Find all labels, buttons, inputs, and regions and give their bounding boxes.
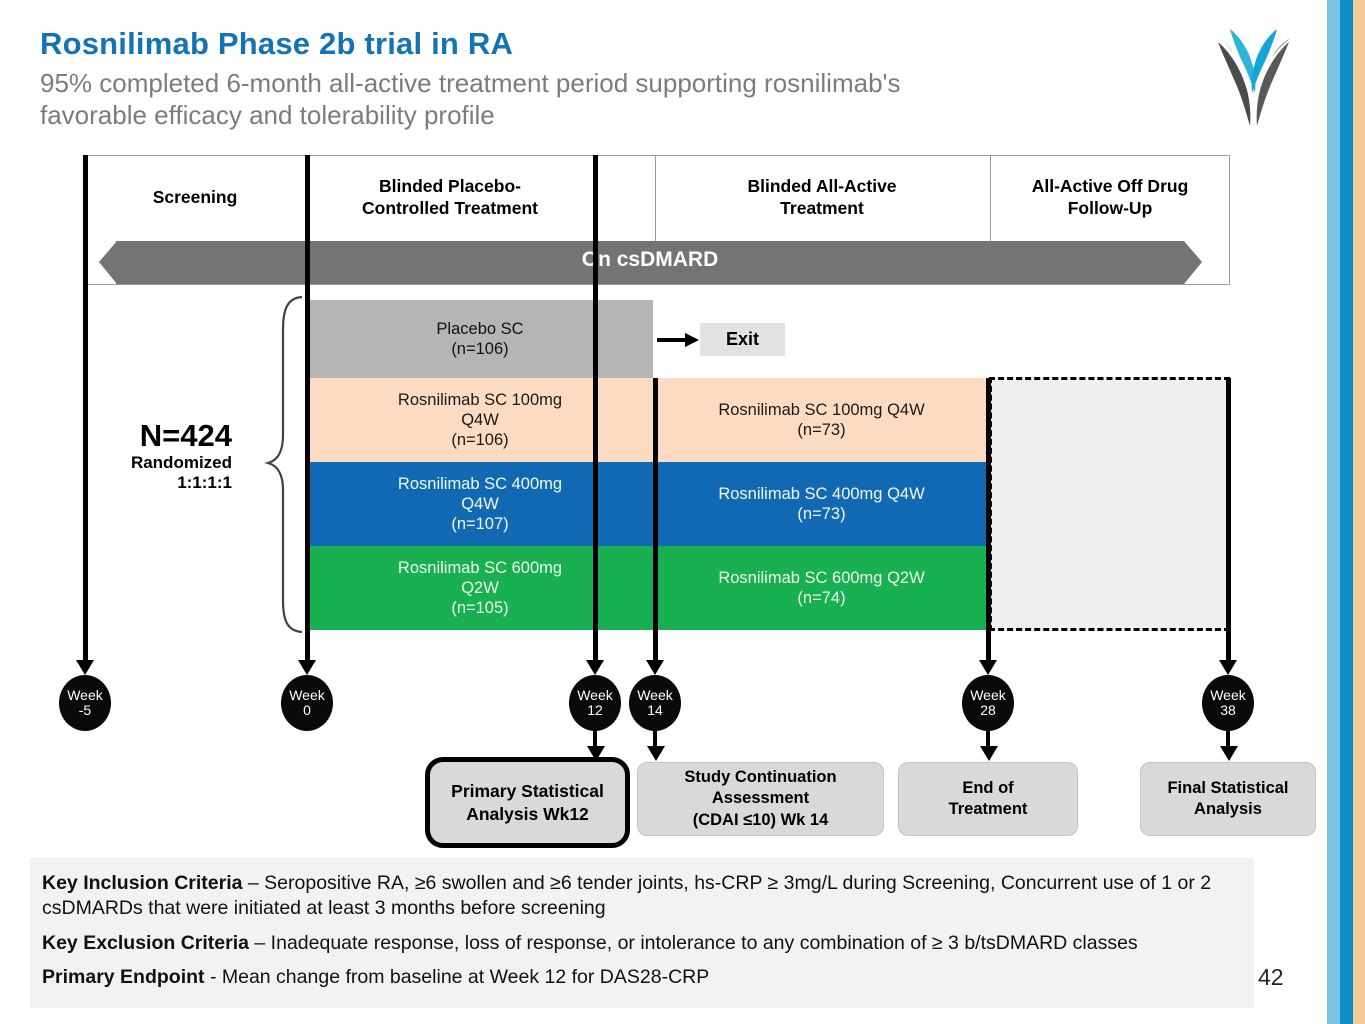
exit-arrowhead-icon xyxy=(685,333,699,347)
inclusion-criteria-text: – Seropositive RA, ≥6 swollen and ≥6 ten… xyxy=(42,872,1212,920)
down-arrowhead-icon xyxy=(298,660,316,675)
phase-label-off-drug-followup: All-Active Off Drug Follow-Up xyxy=(1031,176,1189,218)
primary-endpoint-label: Primary Endpoint xyxy=(42,966,205,989)
down-arrowhead-icon xyxy=(587,746,605,761)
arm-100mg-all-active: Rosnilimab SC 100mg Q4W (n=73) xyxy=(653,378,990,462)
csdmard-band-label: On csDMARD xyxy=(581,248,719,271)
timeline-week-0 xyxy=(305,155,310,661)
csdmard-band xyxy=(116,241,1184,284)
arm-600mg-blinded: Rosnilimab SC 600mg Q2W (n=105) xyxy=(307,546,653,630)
primary-endpoint: Primary Endpoint - Mean change from base… xyxy=(42,965,1242,990)
primary-endpoint-text: - Mean change from baseline at Week 12 f… xyxy=(209,966,710,989)
inclusion-criteria: Key Inclusion Criteria – Seropositive RA… xyxy=(42,871,1242,922)
phase-column-divider xyxy=(990,155,991,285)
phase-label-all-active: Blinded All-Active Treatment xyxy=(747,176,897,218)
randomization-annotation: N=424 Randomized 1:1:1:1 xyxy=(100,418,232,493)
randomization-brace-icon xyxy=(263,295,303,634)
down-arrowhead-icon xyxy=(586,660,604,675)
randomized-ratio: 1:1:1:1 xyxy=(177,472,232,492)
randomized-n-total: N=424 xyxy=(139,418,232,453)
csdmard-band-right-arrowhead-icon xyxy=(1184,241,1202,284)
page-subtitle: 95% completed 6-month all-active treatme… xyxy=(40,68,901,130)
timeline-week-14 xyxy=(653,378,658,661)
edge-stripe-light-blue xyxy=(1327,0,1340,1024)
connector-week-38 xyxy=(1226,729,1230,748)
connector-week-12 xyxy=(593,729,597,748)
down-arrowhead-icon xyxy=(76,660,94,675)
edge-stripe-peach xyxy=(1353,0,1365,1024)
arm-600mg-all-active: Rosnilimab SC 600mg Q2W (n=74) xyxy=(653,546,990,630)
phase-column-divider xyxy=(655,155,656,285)
down-arrowhead-icon xyxy=(1220,746,1238,761)
arm-placebo: Placebo SC (n=106) xyxy=(307,300,653,378)
week-marker-28: Week 28 xyxy=(962,675,1014,731)
down-arrowhead-icon xyxy=(1219,660,1237,675)
exclusion-criteria: Key Exclusion Criteria – Inadequate resp… xyxy=(42,931,1242,956)
phase-label-placebo-controlled: Blinded Placebo- Controlled Treatment xyxy=(362,176,538,218)
week-marker--5: Week -5 xyxy=(59,675,111,731)
page-title: Rosnilimab Phase 2b trial in RA xyxy=(40,26,514,61)
off-drug-followup-region xyxy=(989,377,1230,631)
exit-box: Exit xyxy=(700,323,785,356)
timeline-week-12 xyxy=(593,155,598,661)
arm-400mg-all-active: Rosnilimab SC 400mg Q4W (n=73) xyxy=(653,462,990,546)
down-arrowhead-icon xyxy=(647,746,665,761)
week-marker-14: Week 14 xyxy=(629,675,681,731)
timeline-week-28 xyxy=(986,378,991,661)
arm-100mg-blinded: Rosnilimab SC 100mg Q4W (n=106) xyxy=(307,378,653,462)
company-bird-logo-icon xyxy=(1216,29,1291,126)
milestone-end-of-treatment: End of Treatment xyxy=(898,762,1078,836)
week-marker-12: Week 12 xyxy=(569,675,621,731)
connector-week-28 xyxy=(986,729,990,748)
randomized-label: Randomized xyxy=(130,452,232,472)
milestone-final-analysis: Final Statistical Analysis xyxy=(1140,762,1316,836)
down-arrowhead-icon xyxy=(980,746,998,761)
exit-arrow xyxy=(657,338,687,342)
down-arrowhead-icon xyxy=(646,660,664,675)
exclusion-criteria-label: Key Exclusion Criteria xyxy=(42,931,249,954)
timeline-week-38 xyxy=(1226,378,1231,661)
down-arrowhead-icon xyxy=(979,660,997,675)
edge-stripe-dark-blue xyxy=(1340,0,1353,1024)
exclusion-criteria-text: – Inadequate response, loss of response,… xyxy=(254,931,1138,954)
connector-week-14 xyxy=(653,729,657,748)
criteria-panel: Key Inclusion Criteria – Seropositive RA… xyxy=(30,858,1254,1008)
week-marker-0: Week 0 xyxy=(281,675,333,731)
week-marker-38: Week 38 xyxy=(1202,675,1254,731)
page-number: 42 xyxy=(1258,964,1284,990)
arm-400mg-blinded: Rosnilimab SC 400mg Q4W (n=107) xyxy=(307,462,653,546)
phase-label-screening: Screening xyxy=(152,187,238,208)
timeline-week--5 xyxy=(83,155,88,661)
csdmard-band-left-arrowhead-icon xyxy=(99,241,117,284)
milestone-continuation-assessment: Study Continuation Assessment (CDAI ≤10)… xyxy=(637,762,884,836)
milestone-primary-analysis: Primary Statistical Analysis Wk12 xyxy=(425,757,630,848)
inclusion-criteria-label: Key Inclusion Criteria xyxy=(42,872,243,894)
